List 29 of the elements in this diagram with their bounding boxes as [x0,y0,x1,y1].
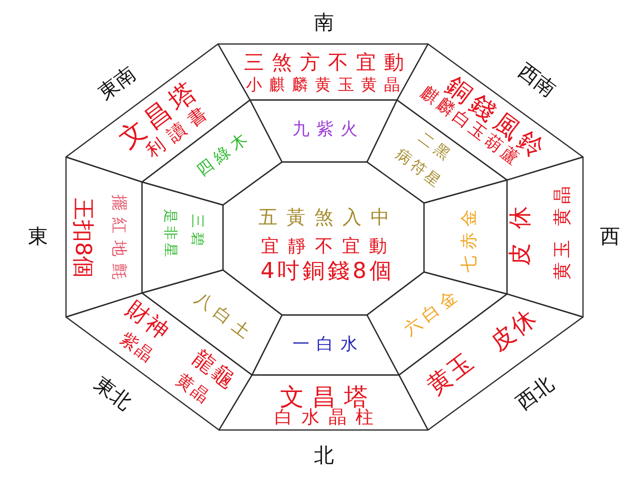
direction-label: 西 [600,226,620,246]
direction-label: 北 [314,445,334,465]
sector-text: 三碧 [190,214,204,250]
direction-label: 東 [28,226,48,246]
sector-text: 文昌塔 [280,385,376,409]
direction-label: 東南 [95,62,139,104]
direction-label: 西南 [515,60,559,100]
sector-text: 四綠木 [194,128,254,179]
sector-text: 黄玉 黄晶 [554,182,572,280]
sector-text: 七赤金 [462,204,478,272]
sector-text: 皮休 [510,192,532,266]
direction-label: 南 [314,12,334,32]
sector-text: 八白土 [192,290,258,346]
center-text: 4吋銅錢8個 [260,261,394,283]
sector-text: 三煞方不宜動 [244,52,412,72]
direction-label: 東北 [91,372,135,414]
sector-text: 是非星 [163,209,177,260]
sector-text: 白水晶柱 [274,409,382,427]
sector-text: 黄玉 [422,348,479,399]
direction-label: 西北 [513,372,557,414]
sector-text: 皮休 [486,304,542,355]
sector-text: 擺紅地氈 [111,194,127,286]
center-text: 五黃煞入中 [258,208,398,228]
sector-text: 一白水 [292,336,364,354]
sector-text: 六白金 [402,286,464,340]
center-text: 宜靜不宜動 [261,238,396,256]
sector-text: 小麒麟黄玉黄晶 [246,77,407,93]
sector-text: 九紫火 [292,122,364,138]
sector-text: 王扣8個 [71,198,93,278]
